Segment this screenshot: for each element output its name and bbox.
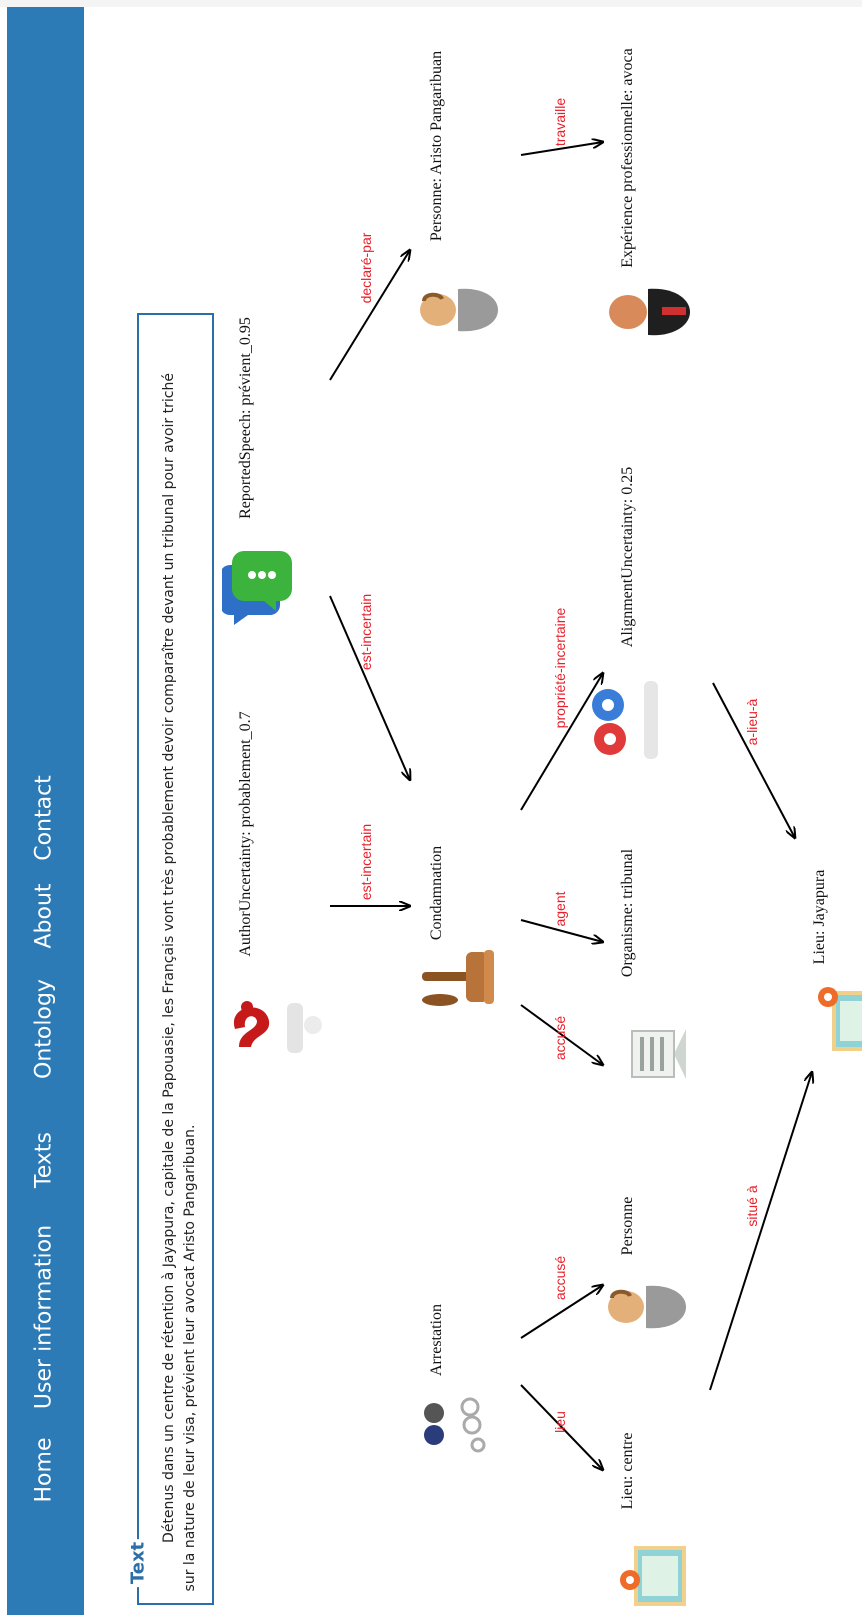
police-arrest-icon — [424, 1397, 486, 1453]
node-label-condamnation: Condamnation — [428, 845, 445, 941]
node-label-reported-speech: ReportedSpeech: prévient_0.95 — [237, 317, 254, 519]
edge-propriete-incertaine — [520, 673, 603, 811]
edge-label-situe-a: situé à — [744, 1185, 760, 1227]
question-mark-icon — [233, 1001, 322, 1053]
edge-label-est-incertain-1: est-incertain — [358, 593, 374, 671]
edge-label-travaille: travaille — [552, 97, 568, 147]
edge-label-a-lieu-a: a-lieu-à — [744, 698, 760, 746]
edge-est-incertain-1 — [329, 595, 410, 780]
node-label-personne: Personne — [619, 1196, 636, 1256]
person-icon — [608, 1285, 686, 1329]
edge-accuse-1 — [520, 1004, 603, 1065]
edge-travaille — [520, 142, 603, 156]
person-icon — [420, 288, 498, 332]
node-label-arrestation: Arrestation — [428, 1304, 445, 1376]
edge-label-accuse-1: accusé — [552, 1015, 568, 1061]
map-pin-icon — [818, 987, 862, 1051]
courthouse-icon — [631, 1029, 686, 1079]
edge-label-lieu: lieu — [552, 1411, 568, 1433]
edge-lieu — [520, 1384, 603, 1470]
map-pin-icon — [620, 1546, 686, 1606]
edge-label-agent: agent — [552, 891, 568, 927]
edge-agent — [520, 919, 603, 942]
edge-declare-par — [329, 250, 410, 381]
edge-a-lieu-a — [712, 682, 795, 838]
navbar: Home User information Texts Ontology Abo… — [7, 7, 84, 1615]
edge-label-propriete-incertaine: propriété-incertaine — [552, 607, 568, 729]
edge-situe-a — [709, 1072, 812, 1391]
node-label-alignment-uncertainty: AlignmentUncertainty: 0.25 — [619, 466, 636, 648]
node-label-experience: Expérience professionnelle: avoca — [619, 48, 636, 268]
edge-accuse-2 — [520, 1285, 603, 1339]
top-strip — [0, 0, 862, 7]
edge-label-accuse-2: accusé — [552, 1255, 568, 1301]
edge-label-est-incertain-2: est-incertain — [358, 823, 374, 901]
node-label-personne-aristo: Personne: Aristo Pangaribuan — [428, 50, 445, 242]
node-label-author-uncertainty: AuthorUncertainty: probablement_0.7 — [237, 711, 254, 957]
speech-bubbles-icon — [222, 551, 292, 625]
node-label-lieu-centre: Lieu: centre — [619, 1432, 636, 1510]
gavel-icon — [422, 950, 494, 1006]
node-label-lieu-jayapura: Lieu: Jayapura — [811, 869, 828, 965]
node-label-organisme: Organisme: tribunal — [619, 848, 636, 978]
edge-label-declare-par: declaré-par — [358, 232, 374, 304]
gears-icon — [592, 681, 658, 759]
lawyer-icon — [609, 288, 690, 336]
text-panel — [137, 313, 214, 1605]
